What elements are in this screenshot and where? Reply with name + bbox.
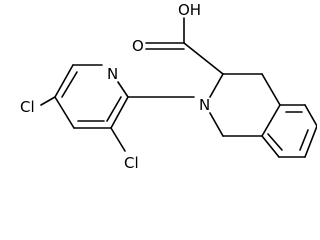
carboxylic-acid-group — [145, 17, 224, 75]
saturated-ring — [209, 73, 281, 137]
chlorine-bottom-label: Cl — [124, 154, 139, 172]
ring-nitrogen-label: N — [199, 96, 210, 114]
pyridine-nitrogen-label: N — [107, 65, 118, 83]
bond-n-c2 — [117, 81, 129, 98]
chlorine-left-label: Cl — [20, 98, 35, 116]
bond-c4a-c8a — [261, 104, 281, 137]
pyridine-ring — [54, 64, 129, 129]
benzene-double-3 — [267, 133, 283, 151]
bond-n-c3-position — [209, 73, 224, 98]
bond-b2 — [304, 104, 317, 127]
double-bond-inner-1 — [106, 96, 122, 122]
carbonyl-oxygen-label: O — [132, 37, 144, 55]
benzene-ring — [261, 104, 317, 158]
bond-c3-cl — [110, 127, 126, 152]
double-bond-inner-2 — [61, 71, 78, 98]
bond-c5-cl — [40, 96, 56, 106]
chemical-structure: OH O N N Cl Cl — [20, 1, 317, 172]
bond-b5 — [261, 135, 280, 158]
bond-c4-c4a — [261, 73, 281, 106]
structure-svg: OH O N N Cl Cl — [20, 1, 317, 172]
bond-c5-c6 — [54, 64, 74, 98]
bond-c1-n — [209, 112, 224, 137]
bond-b3 — [304, 125, 317, 158]
chlorine-bonds — [40, 96, 126, 152]
bond-acid-carbon — [183, 42, 224, 75]
hydroxyl-label: OH — [178, 1, 201, 19]
bond-c2-c3 — [110, 96, 129, 129]
benzene-double-2 — [299, 129, 309, 151]
bond-c4-c5 — [54, 96, 75, 129]
